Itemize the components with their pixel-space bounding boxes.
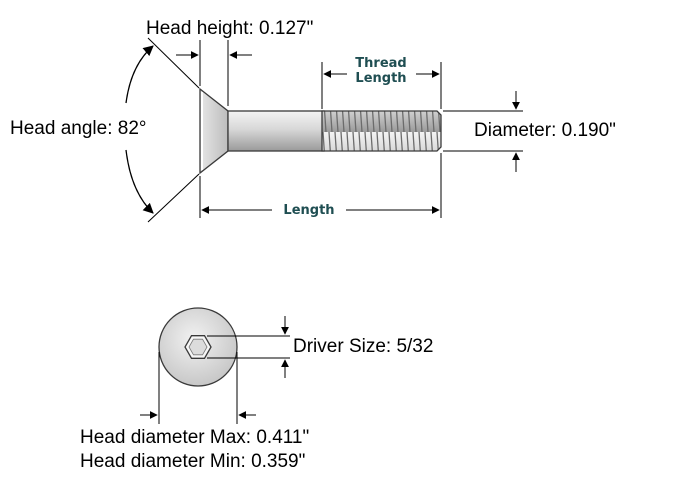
diameter-dimension [443,91,523,172]
screw-shank-shape [227,110,325,152]
screw-head-shape [199,87,229,175]
screw-top-view-icon [158,307,238,387]
screw-side-view-icon [199,87,442,175]
head-diameter-dimension [140,352,256,424]
screw-thread-shape [321,110,442,152]
length-label: Length [283,203,335,218]
thread-length-label: Thread Length [348,56,414,86]
thread-length-line2: Length [355,71,407,86]
head-height-label: Head height: 0.127" [146,18,314,39]
hex-socket-icon [184,335,212,359]
diameter-label: Diameter: 0.190" [474,120,616,141]
head-height-dimension [176,40,252,106]
head-diameter-min-label: Head diameter Min: 0.359" [80,451,306,472]
driver-size-dimension [207,316,290,378]
length-dimension [199,153,442,218]
driver-size-label: Driver Size: 5/32 [293,336,434,357]
thread-length-line1: Thread [355,56,407,71]
head-diameter-max-label: Head diameter Max: 0.411" [80,427,310,448]
head-angle-label: Head angle: 82° [10,118,147,139]
head-angle-dimension [125,37,200,223]
thread-length-dimension [321,62,442,109]
